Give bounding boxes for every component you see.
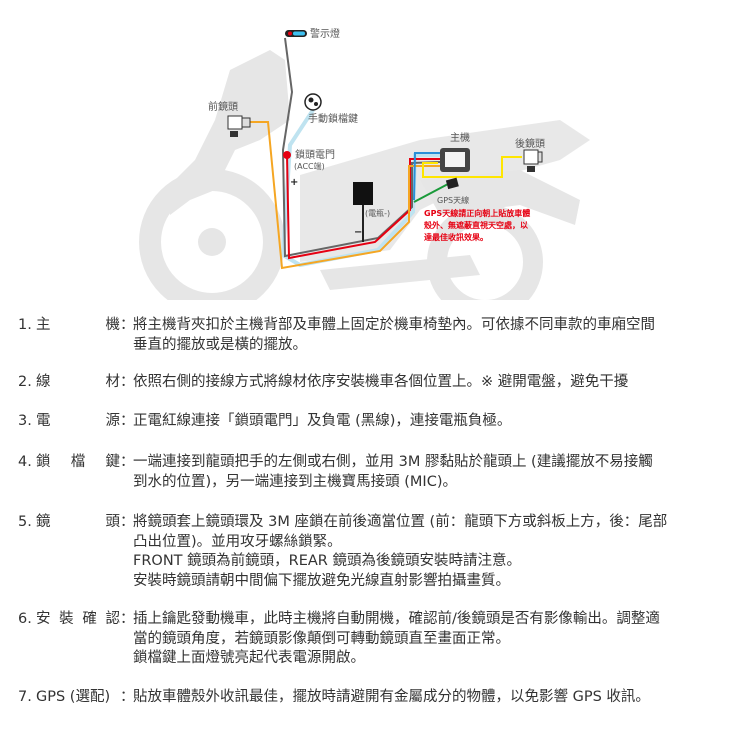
gps-note: GPS天線請正向朝上貼放車體 殼外、無遮蔽直視天空處，以 達最佳收訊效果。: [424, 208, 530, 242]
item-number: 3.: [18, 413, 32, 429]
item-line: 貼放車體殼外收訊最佳，擺放時請避開有金屬成分的物體，以免影響 GPS 收訊。: [133, 689, 650, 705]
item-key: 鏡頭: [36, 513, 120, 533]
item-body: 一端連接到龍頭把手的左側或右側，並用 3M 膠黏貼於龍頭上 (建議擺放不易接觸到…: [133, 453, 738, 492]
svg-text:手動鎖檔鍵: 手動鎖檔鍵: [308, 112, 358, 125]
item-key-char: 認: [105, 611, 120, 627]
item-colon: ：: [120, 611, 135, 627]
warning-light: 警示燈: [285, 27, 340, 40]
rear-camera-wire: [422, 156, 522, 178]
rear-camera-icon: 後鏡頭: [515, 137, 545, 172]
item-key-char: GPS (選配): [36, 689, 111, 705]
item-key-char: 主: [36, 317, 51, 333]
item-number: 6.: [18, 611, 32, 627]
item-key-char: 線: [36, 374, 51, 390]
item-line: 將主機背夾扣於主機背部及車體上固定於機車椅墊內。可依據不同車款的車廂空間: [133, 317, 655, 333]
item-key: 電源: [36, 412, 120, 432]
wiring-diagram: 警示燈 前鏡頭 手動鎖檔鍵 鎖頭電門 (ACC端) + (電瓶-) − 主機 後…: [139, 27, 590, 300]
svg-text:警示燈: 警示燈: [310, 27, 340, 40]
item-key-char: 頭: [105, 514, 121, 530]
instruction-item: 4.鎖 檔 鍵：一端連接到龍頭把手的左側或右側，並用 3M 膠黏貼於龍頭上 (建議擺…: [18, 453, 738, 492]
item-body: 將鏡頭套上鏡頭環及 3M 座鎖在前後適當位置 (前：龍頭下方或斜板上方，後：尾部…: [133, 513, 738, 591]
item-key-char: 確: [82, 611, 97, 627]
svg-text:達最佳收訊效果。: 達最佳收訊效果。: [424, 232, 488, 242]
item-colon: ：: [120, 317, 135, 333]
item-colon: ：: [120, 454, 135, 470]
item-body: 將主機背夾扣於主機背部及車體上固定於機車椅墊內。可依據不同車款的車廂空間垂直的擺…: [133, 316, 738, 355]
instruction-item: 3.電源：正電紅線連接「鎖頭電門」及負電 (黑線)，連接電瓶負極。: [18, 412, 738, 432]
battery-icon: (電瓶-) −: [353, 182, 390, 238]
ignition-icon: 鎖頭電門 (ACC端) +: [283, 148, 335, 188]
item-body: 貼放車體殼外收訊最佳，擺放時請避開有金屬成分的物體，以免影響 GPS 收訊。: [133, 688, 738, 708]
svg-text:GPS天線: GPS天線: [437, 195, 469, 205]
svg-text:+: +: [290, 177, 298, 188]
scooter-silhouette: [139, 50, 590, 300]
instruction-item: 2.線材：依照右側的接線方式將線材依序安裝機車各個位置上。※ 避開電盤，避免干擾: [18, 373, 738, 393]
item-line: 依照右側的接線方式將線材依序安裝機車各個位置上。※ 避開電盤，避免干擾: [133, 374, 629, 390]
item-line: 凸出位置)。並用攻牙螺絲鎖緊。: [133, 533, 342, 550]
wires: [250, 37, 522, 270]
item-key: 鎖檔鍵: [36, 453, 120, 473]
item-body: 正電紅線連接「鎖頭電門」及負電 (黑線)，連接電瓶負極。: [133, 412, 738, 432]
item-key: 安裝確認: [36, 610, 120, 630]
gps-wire: [413, 183, 449, 203]
svg-text:主機: 主機: [450, 131, 470, 144]
item-line: 將鏡頭套上鏡頭環及 3M 座鎖在前後適當位置 (前：龍頭下方或斜板上方，後：尾部: [133, 514, 668, 530]
item-key-char: 機: [105, 317, 121, 333]
item-line: FRONT 鏡頭為前鏡頭，REAR 鏡頭為後鏡頭安裝時請注意。: [133, 553, 521, 569]
item-number: 5.: [18, 514, 32, 530]
item-line: 插上鑰匙發動機車，此時主機將自動開機，確認前/後鏡頭是否有影像輸出。調整適: [133, 611, 660, 627]
item-line: 安裝時鏡頭請朝中間偏下擺放避免光線直射影響拍攝畫質。: [133, 572, 510, 589]
item-body: 依照右側的接線方式將線材依序安裝機車各個位置上。※ 避開電盤，避免干擾: [133, 373, 738, 393]
instruction-item: 6.安裝確認：插上鑰匙發動機車，此時主機將自動開機，確認前/後鏡頭是否有影像輸出…: [18, 610, 738, 669]
item-body: 插上鑰匙發動機車，此時主機將自動開機，確認前/後鏡頭是否有影像輸出。調整適當的鏡…: [133, 610, 738, 669]
item-colon: ：: [120, 413, 135, 429]
instruction-item: 1.主機：將主機背夾扣於主機背部及車體上固定於機車椅墊內。可依據不同車款的車廂空…: [18, 316, 738, 355]
item-number: 2.: [18, 374, 32, 390]
item-line: 當的鏡頭角度，若鏡頭影像顛倒可轉動鏡頭直至畫面正常。: [133, 630, 510, 647]
item-number: 7.: [18, 689, 32, 705]
svg-text:後鏡頭: 後鏡頭: [515, 137, 545, 150]
item-key-char: 裝: [59, 611, 74, 627]
svg-text:(電瓶-): (電瓶-): [365, 208, 390, 218]
instruction-item: 5.鏡頭：將鏡頭套上鏡頭環及 3M 座鎖在前後適當位置 (前：龍頭下方或斜板上方…: [18, 513, 738, 591]
svg-text:GPS天線請正向朝上貼放車體: GPS天線請正向朝上貼放車體: [424, 208, 530, 218]
main-unit-icon: 主機: [440, 131, 470, 172]
svg-text:殼外、無遮蔽直視天空處，以: 殼外、無遮蔽直視天空處，以: [424, 220, 528, 230]
item-colon: ：: [120, 374, 135, 390]
item-key-char: 安: [36, 611, 51, 627]
item-number: 4.: [18, 454, 32, 470]
item-key-char: 材: [105, 374, 121, 390]
item-line: 一端連接到龍頭把手的左側或右側，並用 3M 膠黏貼於龍頭上 (建議擺放不易接觸: [133, 454, 653, 470]
item-number: 1.: [18, 317, 32, 333]
item-line: 到水的位置)，另一端連接到主機寶馬接頭 (MIC)。: [133, 473, 457, 490]
item-colon: ：: [120, 514, 135, 530]
item-key-char: 鍵: [105, 454, 121, 470]
svg-text:前鏡頭: 前鏡頭: [208, 100, 238, 113]
item-line: 鎖檔鍵上面燈號亮起代表電源開啟。: [133, 650, 365, 666]
instruction-item: 7.GPS (選配) ：貼放車體殼外收訊最佳，擺放時請避開有金屬成分的物體，以免影…: [18, 688, 738, 708]
blue-wire: [413, 152, 440, 201]
item-key: GPS (選配): [36, 688, 120, 708]
item-key-char: 源: [105, 413, 121, 429]
item-key: 主機: [36, 316, 120, 336]
warning-light-wire: [281, 37, 441, 258]
item-key-char: 檔: [70, 454, 86, 470]
item-key-char: 電: [36, 413, 51, 429]
item-key-char: 鎖: [36, 454, 51, 470]
front-camera-icon: 前鏡頭: [208, 100, 251, 137]
item-key: 線材: [36, 373, 120, 393]
item-colon: ：: [120, 689, 135, 705]
svg-text:鎖頭電門: 鎖頭電門: [295, 148, 335, 161]
item-key-char: 鏡: [36, 514, 51, 530]
lock-key-icon: 手動鎖檔鍵: [304, 93, 358, 125]
svg-text:−: −: [354, 227, 362, 238]
front-camera-wire: [250, 121, 440, 270]
item-line: 垂直的擺放或是橫的擺放。: [133, 336, 307, 353]
svg-text:(ACC端): (ACC端): [294, 161, 325, 171]
item-line: 正電紅線連接「鎖頭電門」及負電 (黑線)，連接電瓶負極。: [133, 413, 512, 429]
gps-antenna-icon: GPS天線: [437, 177, 469, 205]
